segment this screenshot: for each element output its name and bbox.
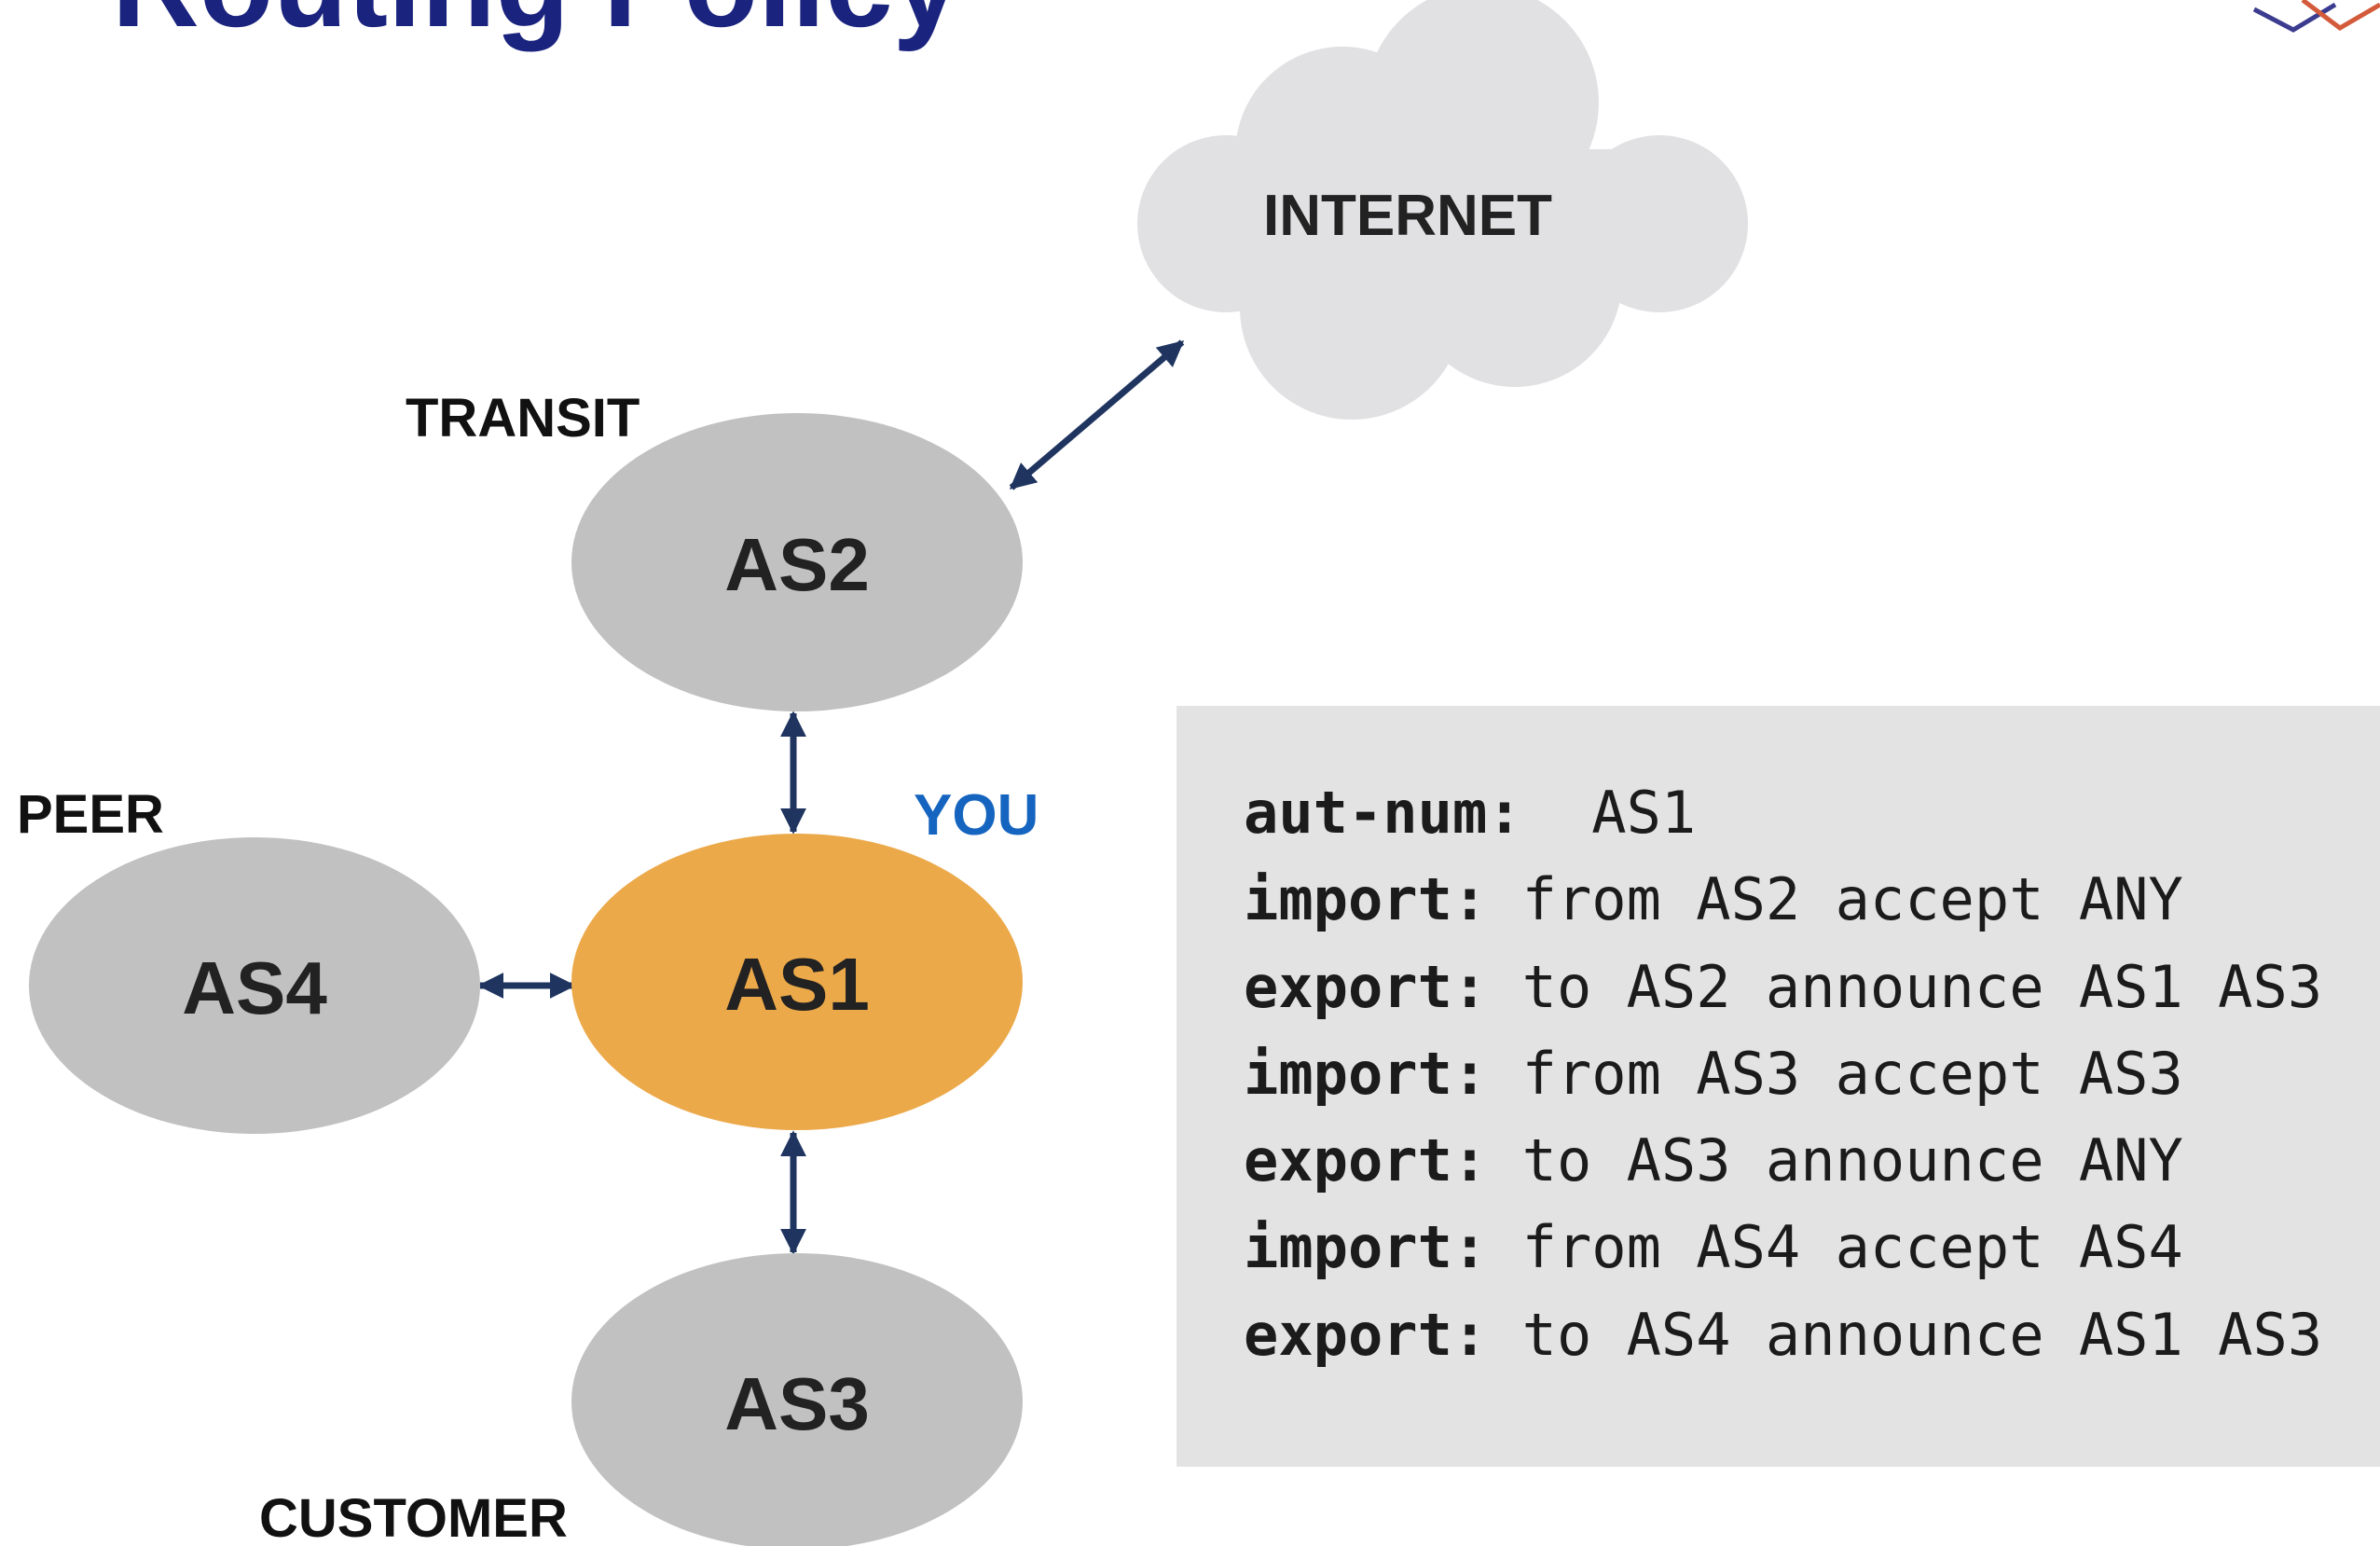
- node-as1: AS1: [571, 834, 1023, 1130]
- policy-separator: [1487, 1213, 1521, 1281]
- internet-cloud: [1137, 0, 1748, 420]
- arrow-as2-internet: [1009, 339, 1185, 490]
- policy-value: from AS2 accept ANY: [1521, 865, 2183, 934]
- policy-value: from AS4 accept AS4: [1521, 1213, 2183, 1282]
- policy-line: aut-num: AS1: [1244, 769, 2380, 856]
- policy-line: export: to AS3 announce ANY: [1244, 1117, 2380, 1204]
- policy-line: import: from AS2 accept ANY: [1244, 856, 2380, 943]
- node-as4-label: AS4: [182, 946, 327, 1029]
- node-as2-label: AS2: [724, 523, 870, 606]
- policy-key: export:: [1244, 1126, 1488, 1195]
- policy-key: import:: [1244, 1039, 1488, 1108]
- role-label-you: YOU: [914, 783, 1039, 848]
- logo-icon: [2252, 0, 2380, 33]
- policy-value: AS1: [1591, 779, 1697, 847]
- policy-separator: [1487, 1040, 1521, 1108]
- policy-line: export: to AS4 announce AS1 AS3: [1244, 1291, 2380, 1378]
- policy-separator: [1487, 1301, 1521, 1369]
- policy-line: import: from AS3 accept AS3: [1244, 1030, 2380, 1117]
- role-label-transit: TRANSIT: [406, 388, 640, 449]
- node-as4: AS4: [29, 837, 480, 1134]
- policy-key: aut-num:: [1244, 779, 1522, 847]
- policy-value: to AS4 announce AS1 AS3: [1521, 1300, 2323, 1369]
- policy-value: to AS2 announce AS1 AS3: [1521, 952, 2323, 1021]
- node-as3: AS3: [571, 1253, 1023, 1546]
- policy-line: export: to AS2 announce AS1 AS3: [1244, 944, 2380, 1030]
- policy-key: export:: [1244, 952, 1488, 1021]
- role-label-customer: CUSTOMER: [259, 1488, 568, 1546]
- policy-key: import:: [1244, 865, 1488, 934]
- policy-key: import:: [1244, 1213, 1488, 1282]
- node-as2: AS2: [571, 413, 1023, 711]
- policy-value: from AS3 accept AS3: [1521, 1039, 2183, 1108]
- node-as3-label: AS3: [724, 1362, 870, 1445]
- role-label-peer: PEER: [17, 784, 164, 845]
- node-as1-label: AS1: [724, 943, 870, 1026]
- page-title: Routing Policy: [112, 0, 960, 52]
- policy-value: to AS3 announce ANY: [1521, 1126, 2183, 1195]
- policy-separator: [1487, 1126, 1521, 1194]
- policy-line: import: from AS4 accept AS4: [1244, 1204, 2380, 1291]
- internet-label: INTERNET: [1263, 184, 1552, 248]
- policy-separator: [1487, 953, 1521, 1021]
- policy-separator: [1487, 865, 1521, 933]
- policy-separator: [1522, 779, 1592, 847]
- policy-key: export:: [1244, 1300, 1488, 1369]
